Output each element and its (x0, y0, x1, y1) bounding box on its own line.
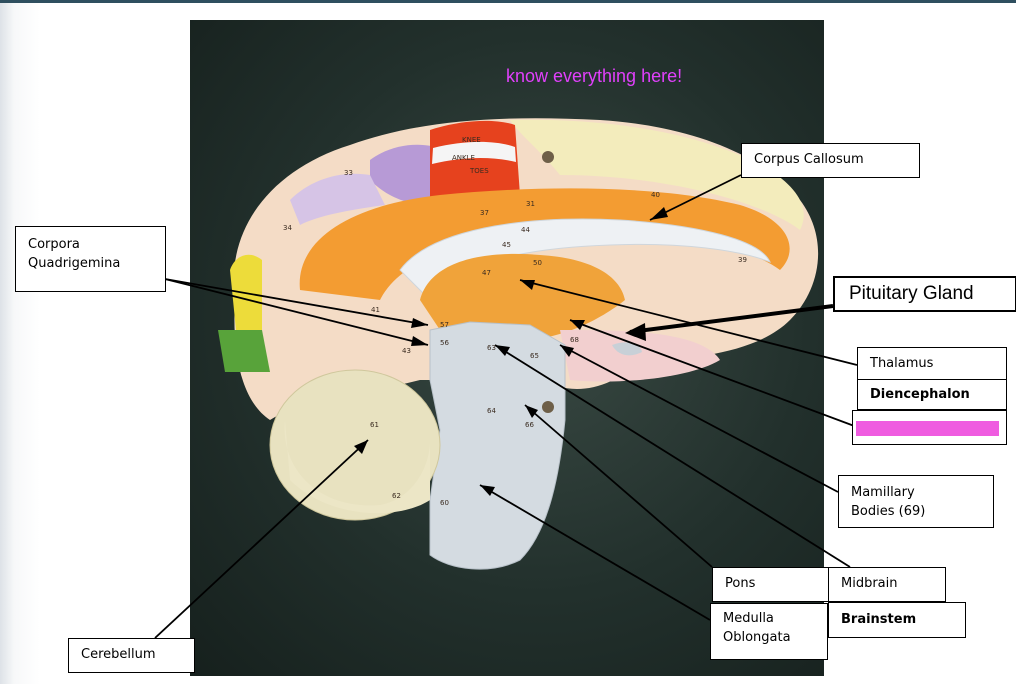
label-diencephalon: Diencephalon (857, 379, 1007, 410)
model-number: 64 (487, 407, 496, 415)
model-number: 68 (570, 336, 579, 344)
model-peg-hole (542, 151, 554, 163)
label-medulla-oblongata: Medulla Oblongata (710, 603, 828, 660)
model-number: 60 (440, 499, 449, 507)
lilac-gyrus (290, 173, 385, 225)
label-pituitary-gland: Pituitary Gland (833, 276, 1016, 312)
label-text: Medulla Oblongata (723, 611, 791, 645)
label-text: Pons (725, 576, 756, 591)
pointer-cq-2 (164, 278, 429, 346)
model-number: 44 (521, 226, 530, 234)
pointer-midbrain (494, 344, 851, 568)
model-number: 56 (440, 339, 449, 347)
brainstem-shape (429, 321, 566, 570)
label-text: Cerebellum (81, 647, 156, 662)
white-band (432, 141, 516, 164)
arrowhead-cq-1 (411, 318, 428, 328)
model-number: 66 (525, 421, 534, 429)
slide-top-rule (0, 0, 1016, 3)
label-corpora-quadrigemina: Corpora Quadrigemina (15, 226, 166, 292)
cerebellum-lower (284, 420, 430, 514)
label-text: Pituitary Gland (849, 283, 974, 304)
arrowhead-mamillary (560, 345, 574, 357)
label-text: Corpus Callosum (754, 152, 864, 167)
cortex-top-cream (510, 119, 804, 230)
model-number: 45 (502, 241, 511, 249)
label-text: Thalamus (870, 356, 934, 371)
pink-lower-lobe (560, 330, 720, 382)
model-number: 40 (651, 191, 660, 199)
model-number: 61 (370, 421, 379, 429)
arrowhead-cq-2 (411, 336, 428, 346)
model-number: 62 (392, 492, 401, 500)
model-number: 37 (480, 209, 489, 217)
pituitary-nub (612, 342, 642, 356)
model-number: 50 (533, 259, 542, 267)
red-motor-strip (430, 120, 520, 205)
pointer-highlight (569, 319, 858, 428)
model-number: 63 (487, 344, 496, 352)
arrowhead-highlight (570, 320, 585, 330)
green-occipital (218, 330, 270, 372)
model-label-knee: KNEE (462, 136, 481, 144)
model-number: 47 (482, 269, 491, 277)
arrowhead-midbrain (495, 345, 510, 356)
model-number: 41 (371, 306, 380, 314)
pointer-cq-1 (164, 278, 429, 326)
label-brainstem: Brainstem (828, 602, 966, 638)
label-corpus-callosum: Corpus Callosum (741, 143, 920, 178)
arrowhead-pituitary (625, 323, 646, 341)
arrowhead-medulla (480, 485, 495, 496)
model-number: 43 (402, 347, 411, 355)
model-number: 31 (526, 200, 535, 208)
diencephalon-orange (420, 253, 625, 340)
model-number: 33 (344, 169, 353, 177)
label-thalamus: Thalamus (857, 347, 1007, 380)
model-number: 39 (738, 256, 747, 264)
model-number: 65 (530, 352, 539, 360)
instruction-note: know everything here! (506, 66, 683, 86)
label-text: Diencephalon (870, 387, 970, 402)
pointer-cerebellum (154, 439, 369, 639)
label-text: Mamillary Bodies (69) (851, 485, 926, 519)
label-midbrain: Midbrain (828, 567, 946, 602)
arrowhead-pons (525, 405, 538, 418)
arrowhead-cerebellum (354, 440, 368, 454)
pointer-mamillary (559, 344, 839, 493)
arrowhead-thalamus (520, 280, 535, 290)
model-number: 57 (440, 321, 449, 329)
model-number: 34 (283, 224, 292, 232)
label-pons: Pons (712, 567, 829, 602)
model-label-toes: TOES (469, 167, 489, 175)
pointer-pons (524, 404, 713, 568)
label-text: Midbrain (841, 576, 898, 591)
label-text: Brainstem (841, 612, 917, 627)
cerebellum-shape (269, 369, 441, 521)
arrowhead-corpus-callosum (650, 207, 668, 220)
answer-highlight (856, 421, 999, 436)
brainstem-peg-hole (542, 401, 554, 413)
pointer-medulla (479, 484, 711, 621)
label-mamillary-bodies: Mamillary Bodies (69) (838, 475, 994, 528)
model-label-ankle: ANKLE (452, 154, 475, 162)
pointer-pituitary (629, 304, 834, 334)
label-text: Corpora Quadrigemina (28, 237, 121, 271)
label-cerebellum: Cerebellum (68, 638, 195, 673)
purple-gyrus (370, 144, 445, 205)
